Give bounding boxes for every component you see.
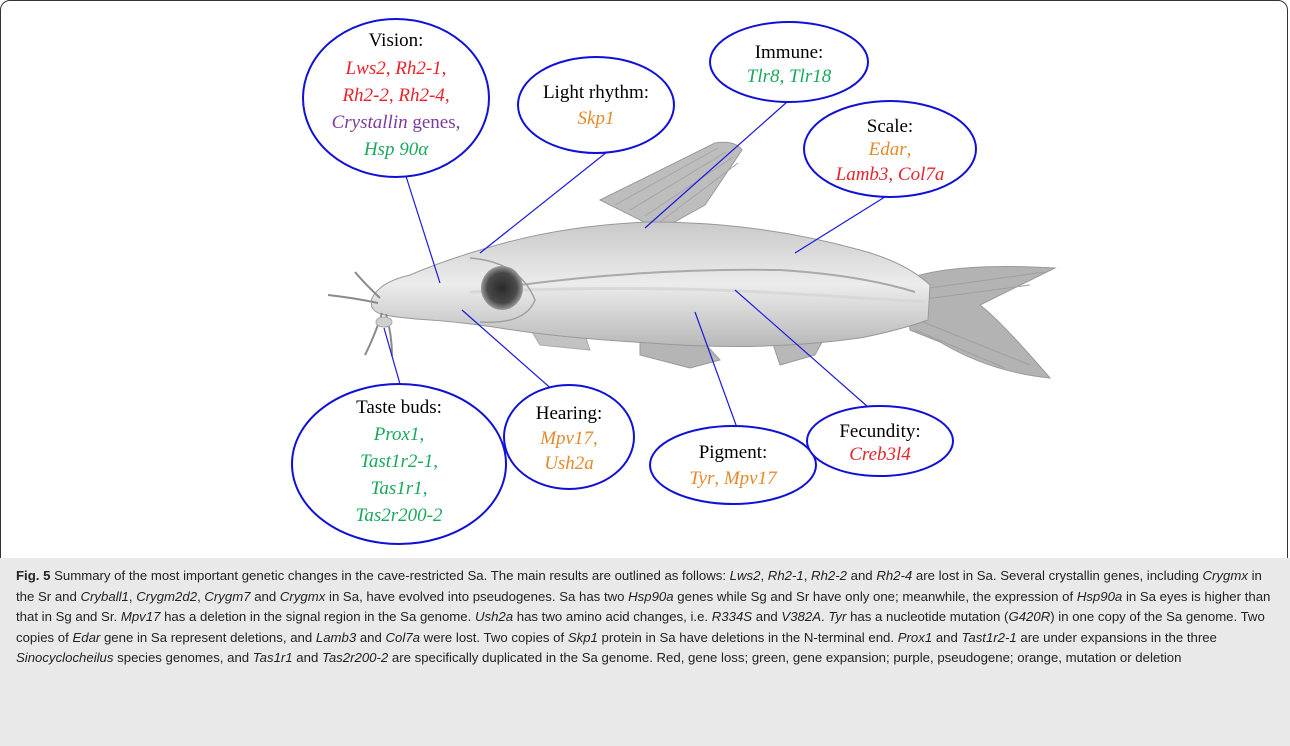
taste-buds-gene-2: Tast1r2-1, [360, 451, 438, 472]
caption-gene-term: Mpv17 [121, 609, 161, 624]
caption-text: are under expansions in the three [1017, 630, 1217, 645]
vision-title: Vision: [369, 30, 424, 51]
scale-genes-line1: Edar, [868, 139, 912, 160]
caption-text: protein in Sa have deletions in the N-te… [598, 630, 898, 645]
caption-text: , [760, 568, 767, 583]
caption-text: are specifically duplicated in the Sa ge… [388, 650, 1181, 665]
figure-caption: Fig. 5 Summary of the most important gen… [16, 566, 1274, 669]
caption-text: Summary of the most important genetic ch… [50, 568, 729, 583]
immune-title: Immune: [755, 42, 824, 63]
light-rhythm-ellipse [518, 57, 674, 153]
caption-text: were lost. Two copies of [420, 630, 568, 645]
caption-gene-term: Edar [72, 630, 100, 645]
caption-text: and [932, 630, 961, 645]
fecundity-title: Fecundity: [839, 421, 920, 442]
caption-gene-term: Ush2a [475, 609, 513, 624]
caption-gene-term: Rh2-1 [768, 568, 804, 583]
caption-gene-term: Lamb3 [316, 630, 356, 645]
vision-genes-line3: Crystallin genes, [332, 112, 461, 133]
taste-buds-gene-1: Prox1, [373, 424, 424, 445]
fish-diagram: Vision: Lws2, Rh2-1, Rh2-2, Rh2-4, Cryst… [0, 0, 1290, 558]
vision-leader [404, 170, 440, 283]
caption-gene-term: Crygmx [1203, 568, 1248, 583]
caption-text: in Sa, have evolved into pseudogenes. Sa… [325, 589, 628, 604]
caption-text: and [293, 650, 322, 665]
caption-gene-term: Col7a [386, 630, 420, 645]
caption-gene-term: Crygm7 [204, 589, 250, 604]
caption-gene-term: Tas1r1 [253, 650, 293, 665]
pigment-genes: Tyr, Mpv17 [689, 468, 778, 489]
caption-text: and [251, 589, 280, 604]
immune-genes: Tlr8, Tlr18 [747, 66, 832, 87]
light-rhythm-callout: Light rhythm: Skp1 [518, 57, 674, 153]
hearing-title: Hearing: [536, 403, 602, 424]
hearing-gene-2: Ush2a [544, 453, 594, 474]
fish-body [371, 222, 930, 347]
caption-text: has a nucleotide mutation ( [846, 609, 1008, 624]
caption-gene-term: Tyr [828, 609, 846, 624]
scale-title: Scale: [867, 116, 913, 137]
caption-text: has two amino acid changes, i.e. [513, 609, 712, 624]
fecundity-genes: Creb3l4 [849, 444, 911, 465]
light-rhythm-genes: Skp1 [578, 108, 615, 129]
caption-text: are lost in Sa. Several crystallin genes… [912, 568, 1202, 583]
scale-leader [795, 195, 888, 253]
caption-gene-term: Hsp90a [628, 589, 673, 604]
taste-buds-callout: Taste buds: Prox1, Tast1r2-1, Tas1r1, Ta… [292, 384, 506, 544]
caption-gene-term: Cryball1 [81, 589, 129, 604]
figure-label: Fig. 5 [16, 568, 50, 583]
light-rhythm-title: Light rhythm: [543, 82, 649, 103]
scale-genes-line2: Lamb3, Col7a [835, 164, 945, 185]
caption-gene-term: R334S [712, 609, 752, 624]
taste-leader [384, 328, 400, 384]
hearing-callout: Hearing: Mpv17, Ush2a [504, 385, 634, 489]
caption-text: gene in Sa represent deletions, and [100, 630, 316, 645]
caption-gene-term: Rh2-4 [876, 568, 912, 583]
barbels [328, 272, 392, 356]
pigment-title: Pigment: [699, 442, 768, 463]
scale-callout: Scale: Edar, Lamb3, Col7a [804, 101, 976, 197]
caption-gene-term: Hsp90a [1077, 589, 1122, 604]
fecundity-callout: Fecundity: Creb3l4 [807, 406, 953, 476]
pigment-callout: Pigment: Tyr, Mpv17 [650, 426, 816, 504]
pigment-ellipse [650, 426, 816, 504]
caption-body: Summary of the most important genetic ch… [16, 568, 1270, 665]
vision-callout: Vision: Lws2, Rh2-1, Rh2-2, Rh2-4, Cryst… [303, 19, 489, 177]
vision-genes-line4: Hsp 90α [363, 139, 429, 160]
taste-buds-title: Taste buds: [356, 397, 442, 418]
caption-gene-term: Lws2 [730, 568, 761, 583]
caption-text: , [804, 568, 811, 583]
immune-callout: Immune: Tlr8, Tlr18 [710, 22, 868, 102]
caption-gene-term: Sinocyclocheilus [16, 650, 114, 665]
caption-gene-term: Crygmx [280, 589, 325, 604]
taste-buds-gene-3: Tas1r1, [371, 478, 428, 499]
vision-genes-line1: Lws2, Rh2-1, [345, 58, 447, 79]
caption-text: and [356, 630, 385, 645]
fish-eye [481, 266, 523, 310]
caption-gene-term: Tas2r200-2 [322, 650, 388, 665]
caption-gene-term: G420R [1008, 609, 1050, 624]
hearing-gene-1: Mpv17, [539, 428, 598, 449]
caption-gene-term: Rh2-2 [811, 568, 847, 583]
caption-gene-term: Tast1r2-1 [962, 630, 1017, 645]
caption-gene-term: V382A [781, 609, 821, 624]
vision-genes-line2: Rh2-2, Rh2-4, [341, 85, 449, 106]
taste-buds-gene-4: Tas2r200-2 [356, 505, 443, 526]
caption-text: genes while Sg and Sr have only one; mea… [674, 589, 1077, 604]
caption-gene-term: Crygm2d2 [136, 589, 197, 604]
caption-text: has a deletion in the signal region in t… [160, 609, 475, 624]
caption-text: species genomes, and [114, 650, 253, 665]
caption-text: and [752, 609, 781, 624]
caption-gene-term: Prox1 [898, 630, 932, 645]
caption-gene-term: Skp1 [568, 630, 598, 645]
caption-text: and [847, 568, 876, 583]
